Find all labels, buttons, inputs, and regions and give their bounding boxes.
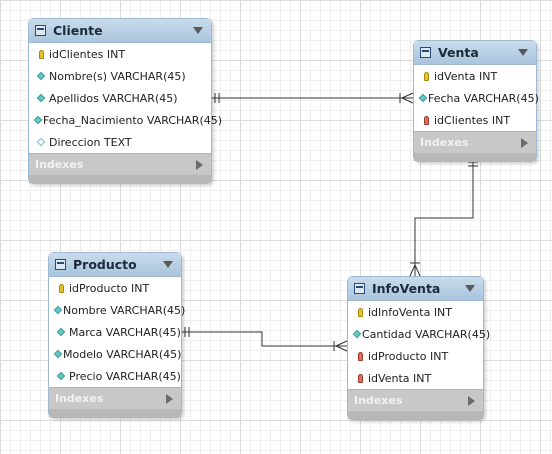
primary-key-icon bbox=[58, 283, 64, 293]
column-row[interactable]: Nombre VARCHAR(45) bbox=[49, 299, 185, 321]
indexes-section[interactable]: Indexes bbox=[29, 153, 211, 175]
table-header[interactable]: Cliente bbox=[29, 19, 211, 43]
table-cliente[interactable]: Cliente idClientes INT Nombre(s) VARCHAR… bbox=[28, 18, 222, 184]
column-row[interactable]: Nombre(s) VARCHAR(45) bbox=[29, 65, 211, 87]
collapse-arrow-icon[interactable] bbox=[193, 27, 203, 34]
column-row[interactable]: idClientes INT bbox=[414, 109, 536, 131]
indexes-label: Indexes bbox=[35, 158, 84, 171]
column-diamond-icon bbox=[56, 327, 66, 337]
many-crowfoot-mark bbox=[409, 264, 416, 277]
table-title: InfoVenta bbox=[372, 281, 441, 296]
column-label: Cantidad VARCHAR(45) bbox=[362, 327, 491, 341]
table-infoventa[interactable]: InfoVenta idInfoVenta INT Cantidad VARCH… bbox=[347, 276, 490, 420]
expand-arrow-icon[interactable] bbox=[166, 393, 173, 404]
indexes-label: Indexes bbox=[55, 392, 104, 405]
indexes-section[interactable]: Indexes bbox=[348, 389, 483, 411]
column-row[interactable]: idClientes INT bbox=[29, 43, 211, 65]
column-label: Fecha_Nacimiento VARCHAR(45) bbox=[43, 113, 223, 127]
many-crowfoot-mark bbox=[401, 92, 414, 99]
column-label: Precio VARCHAR(45) bbox=[69, 369, 181, 383]
expand-arrow-icon[interactable] bbox=[196, 159, 203, 170]
foreign-key-icon bbox=[423, 115, 429, 125]
collapse-arrow-icon[interactable] bbox=[465, 285, 475, 292]
column-diamond-icon bbox=[36, 71, 46, 81]
table-venta[interactable]: Venta idVenta INT Fecha VARCHAR(45) idCl… bbox=[413, 40, 539, 162]
column-label: idClientes INT bbox=[434, 113, 511, 127]
column-label: idProducto INT bbox=[368, 349, 449, 363]
column-diamond-icon bbox=[33, 115, 43, 125]
column-label: Nombre(s) VARCHAR(45) bbox=[49, 69, 186, 83]
column-label: Apellidos VARCHAR(45) bbox=[49, 91, 178, 105]
table-producto[interactable]: Producto idProducto INT Nombre VARCHAR(4… bbox=[48, 252, 185, 418]
column-row[interactable]: Direccion TEXT bbox=[29, 131, 211, 153]
table-icon bbox=[35, 25, 46, 36]
foreign-key-icon bbox=[357, 351, 363, 361]
table-title: Cliente bbox=[53, 23, 103, 38]
expand-arrow-icon[interactable] bbox=[468, 395, 475, 406]
table-footer bbox=[49, 409, 181, 417]
column-row[interactable]: Precio VARCHAR(45) bbox=[49, 365, 181, 387]
primary-key-icon bbox=[357, 307, 363, 317]
column-row[interactable]: Fecha VARCHAR(45) bbox=[414, 87, 539, 109]
indexes-label: Indexes bbox=[354, 394, 403, 407]
many-crowfoot-mark bbox=[335, 340, 348, 347]
table-header[interactable]: InfoVenta bbox=[348, 277, 483, 301]
foreign-key-icon bbox=[357, 373, 363, 383]
table-title: Producto bbox=[73, 257, 137, 272]
many-crowfoot-mark bbox=[335, 345, 348, 352]
column-diamond-icon bbox=[53, 305, 63, 315]
column-row[interactable]: Cantidad VARCHAR(45) bbox=[348, 323, 490, 345]
expand-arrow-icon[interactable] bbox=[521, 137, 528, 148]
column-label: idVenta INT bbox=[434, 69, 498, 83]
column-label: idInfoVenta INT bbox=[368, 305, 453, 319]
indexes-section[interactable]: Indexes bbox=[414, 131, 536, 153]
column-label: idProducto INT bbox=[69, 281, 150, 295]
primary-key-icon bbox=[38, 49, 44, 59]
table-icon bbox=[420, 47, 431, 58]
column-label: Fecha VARCHAR(45) bbox=[428, 91, 539, 105]
column-row[interactable]: Fecha_Nacimiento VARCHAR(45) bbox=[29, 109, 222, 131]
table-header[interactable]: Venta bbox=[414, 41, 536, 65]
table-icon bbox=[55, 259, 66, 270]
collapse-arrow-icon[interactable] bbox=[163, 261, 173, 268]
column-label: idVenta INT bbox=[368, 371, 432, 385]
column-label: Direccion TEXT bbox=[49, 135, 132, 149]
column-diamond-icon bbox=[56, 371, 66, 381]
table-header[interactable]: Producto bbox=[49, 253, 181, 277]
table-title: Venta bbox=[438, 45, 479, 60]
column-label: Marca VARCHAR(45) bbox=[69, 325, 181, 339]
column-row[interactable]: idVenta INT bbox=[348, 367, 483, 389]
relationship-venta-infoventa[interactable] bbox=[414, 157, 474, 276]
many-crowfoot-mark bbox=[401, 97, 414, 104]
table-footer bbox=[29, 175, 211, 183]
column-row[interactable]: Marca VARCHAR(45) bbox=[49, 321, 181, 343]
column-row[interactable]: Apellidos VARCHAR(45) bbox=[29, 87, 211, 109]
table-icon bbox=[354, 283, 365, 294]
column-label: idClientes INT bbox=[49, 47, 126, 61]
indexes-label: Indexes bbox=[420, 136, 469, 149]
column-row[interactable]: Modelo VARCHAR(45) bbox=[49, 343, 181, 365]
relationship-producto-infoventa[interactable] bbox=[180, 331, 347, 347]
column-row[interactable]: idVenta INT bbox=[414, 65, 536, 87]
column-diamond-icon bbox=[418, 93, 428, 103]
column-row[interactable]: idInfoVenta INT bbox=[348, 301, 483, 323]
column-label: Modelo VARCHAR(45) bbox=[63, 347, 182, 361]
many-crowfoot-mark bbox=[414, 264, 421, 277]
table-footer bbox=[414, 153, 536, 161]
column-diamond-icon bbox=[352, 329, 362, 339]
primary-key-icon bbox=[423, 71, 429, 81]
column-row[interactable]: idProducto INT bbox=[348, 345, 483, 367]
column-label: Nombre VARCHAR(45) bbox=[63, 303, 186, 317]
column-diamond-icon bbox=[53, 349, 63, 359]
collapse-arrow-icon[interactable] bbox=[518, 49, 528, 56]
column-row[interactable]: idProducto INT bbox=[49, 277, 181, 299]
table-footer bbox=[348, 411, 483, 419]
nullable-column-icon bbox=[36, 137, 46, 147]
indexes-section[interactable]: Indexes bbox=[49, 387, 181, 409]
column-diamond-icon bbox=[36, 93, 46, 103]
